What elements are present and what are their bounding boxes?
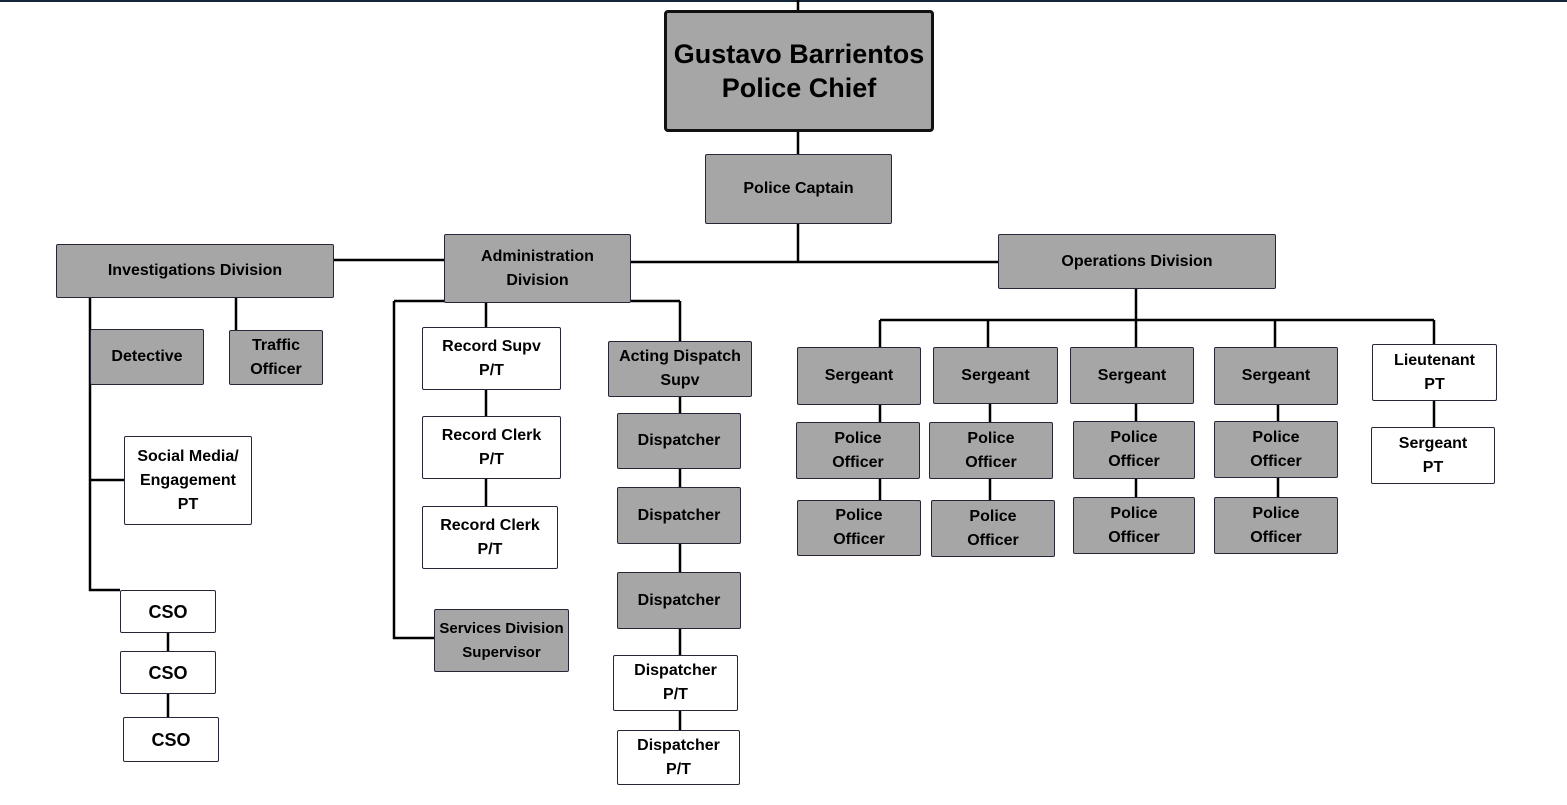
- dispatcher-box: Dispatcher: [617, 487, 741, 544]
- record-clerk-box: Record Clerk P/T: [422, 416, 561, 479]
- cso-box: CSO: [120, 651, 216, 694]
- police-officer-box: Police Officer: [1214, 421, 1338, 478]
- services-supervisor-box: Services Division Supervisor: [434, 609, 569, 672]
- record-clerk-box: Record Clerk P/T: [422, 506, 558, 569]
- detective-box: Detective: [90, 329, 204, 385]
- police-officer-box: Police Officer: [929, 422, 1053, 479]
- police-officer-box: Police Officer: [1073, 421, 1195, 479]
- sergeant-box: Sergeant: [797, 347, 921, 405]
- lieutenant-pt-box: Lieutenant PT: [1372, 344, 1497, 401]
- sergeant-box: Sergeant: [1070, 347, 1194, 404]
- sergeant-pt-box: Sergeant PT: [1371, 427, 1495, 484]
- connector: [334, 0, 998, 264]
- police-chief-box: Gustavo Barrientos Police Chief: [664, 10, 934, 132]
- dispatcher-box: Dispatcher: [617, 413, 741, 469]
- police-officer-box: Police Officer: [931, 500, 1055, 557]
- police-officer-box: Police Officer: [1214, 497, 1338, 554]
- police-officer-box: Police Officer: [796, 422, 920, 479]
- cso-box: CSO: [123, 717, 219, 762]
- sergeant-box: Sergeant: [933, 347, 1058, 404]
- dispatcher-pt-box: Dispatcher P/T: [613, 655, 738, 711]
- acting-dispatch-supv-box: Acting Dispatch Supv: [608, 341, 752, 397]
- social-media-box: Social Media/ Engagement PT: [124, 436, 252, 525]
- cso-box: CSO: [120, 590, 216, 633]
- operations-division-box: Operations Division: [998, 234, 1276, 289]
- investigations-division-box: Investigations Division: [56, 244, 334, 298]
- record-supv-box: Record Supv P/T: [422, 327, 561, 390]
- police-officer-box: Police Officer: [1073, 497, 1195, 554]
- dispatcher-pt-box: Dispatcher P/T: [617, 730, 740, 785]
- dispatcher-box: Dispatcher: [617, 572, 741, 629]
- police-captain-box: Police Captain: [705, 154, 892, 224]
- top-border: [0, 0, 1567, 2]
- traffic-officer-box: Traffic Officer: [229, 330, 323, 385]
- connector: [88, 298, 238, 717]
- sergeant-box: Sergeant: [1214, 347, 1338, 405]
- police-officer-box: Police Officer: [797, 500, 921, 556]
- administration-division-box: Administration Division: [444, 234, 631, 303]
- connector: [878, 289, 1436, 427]
